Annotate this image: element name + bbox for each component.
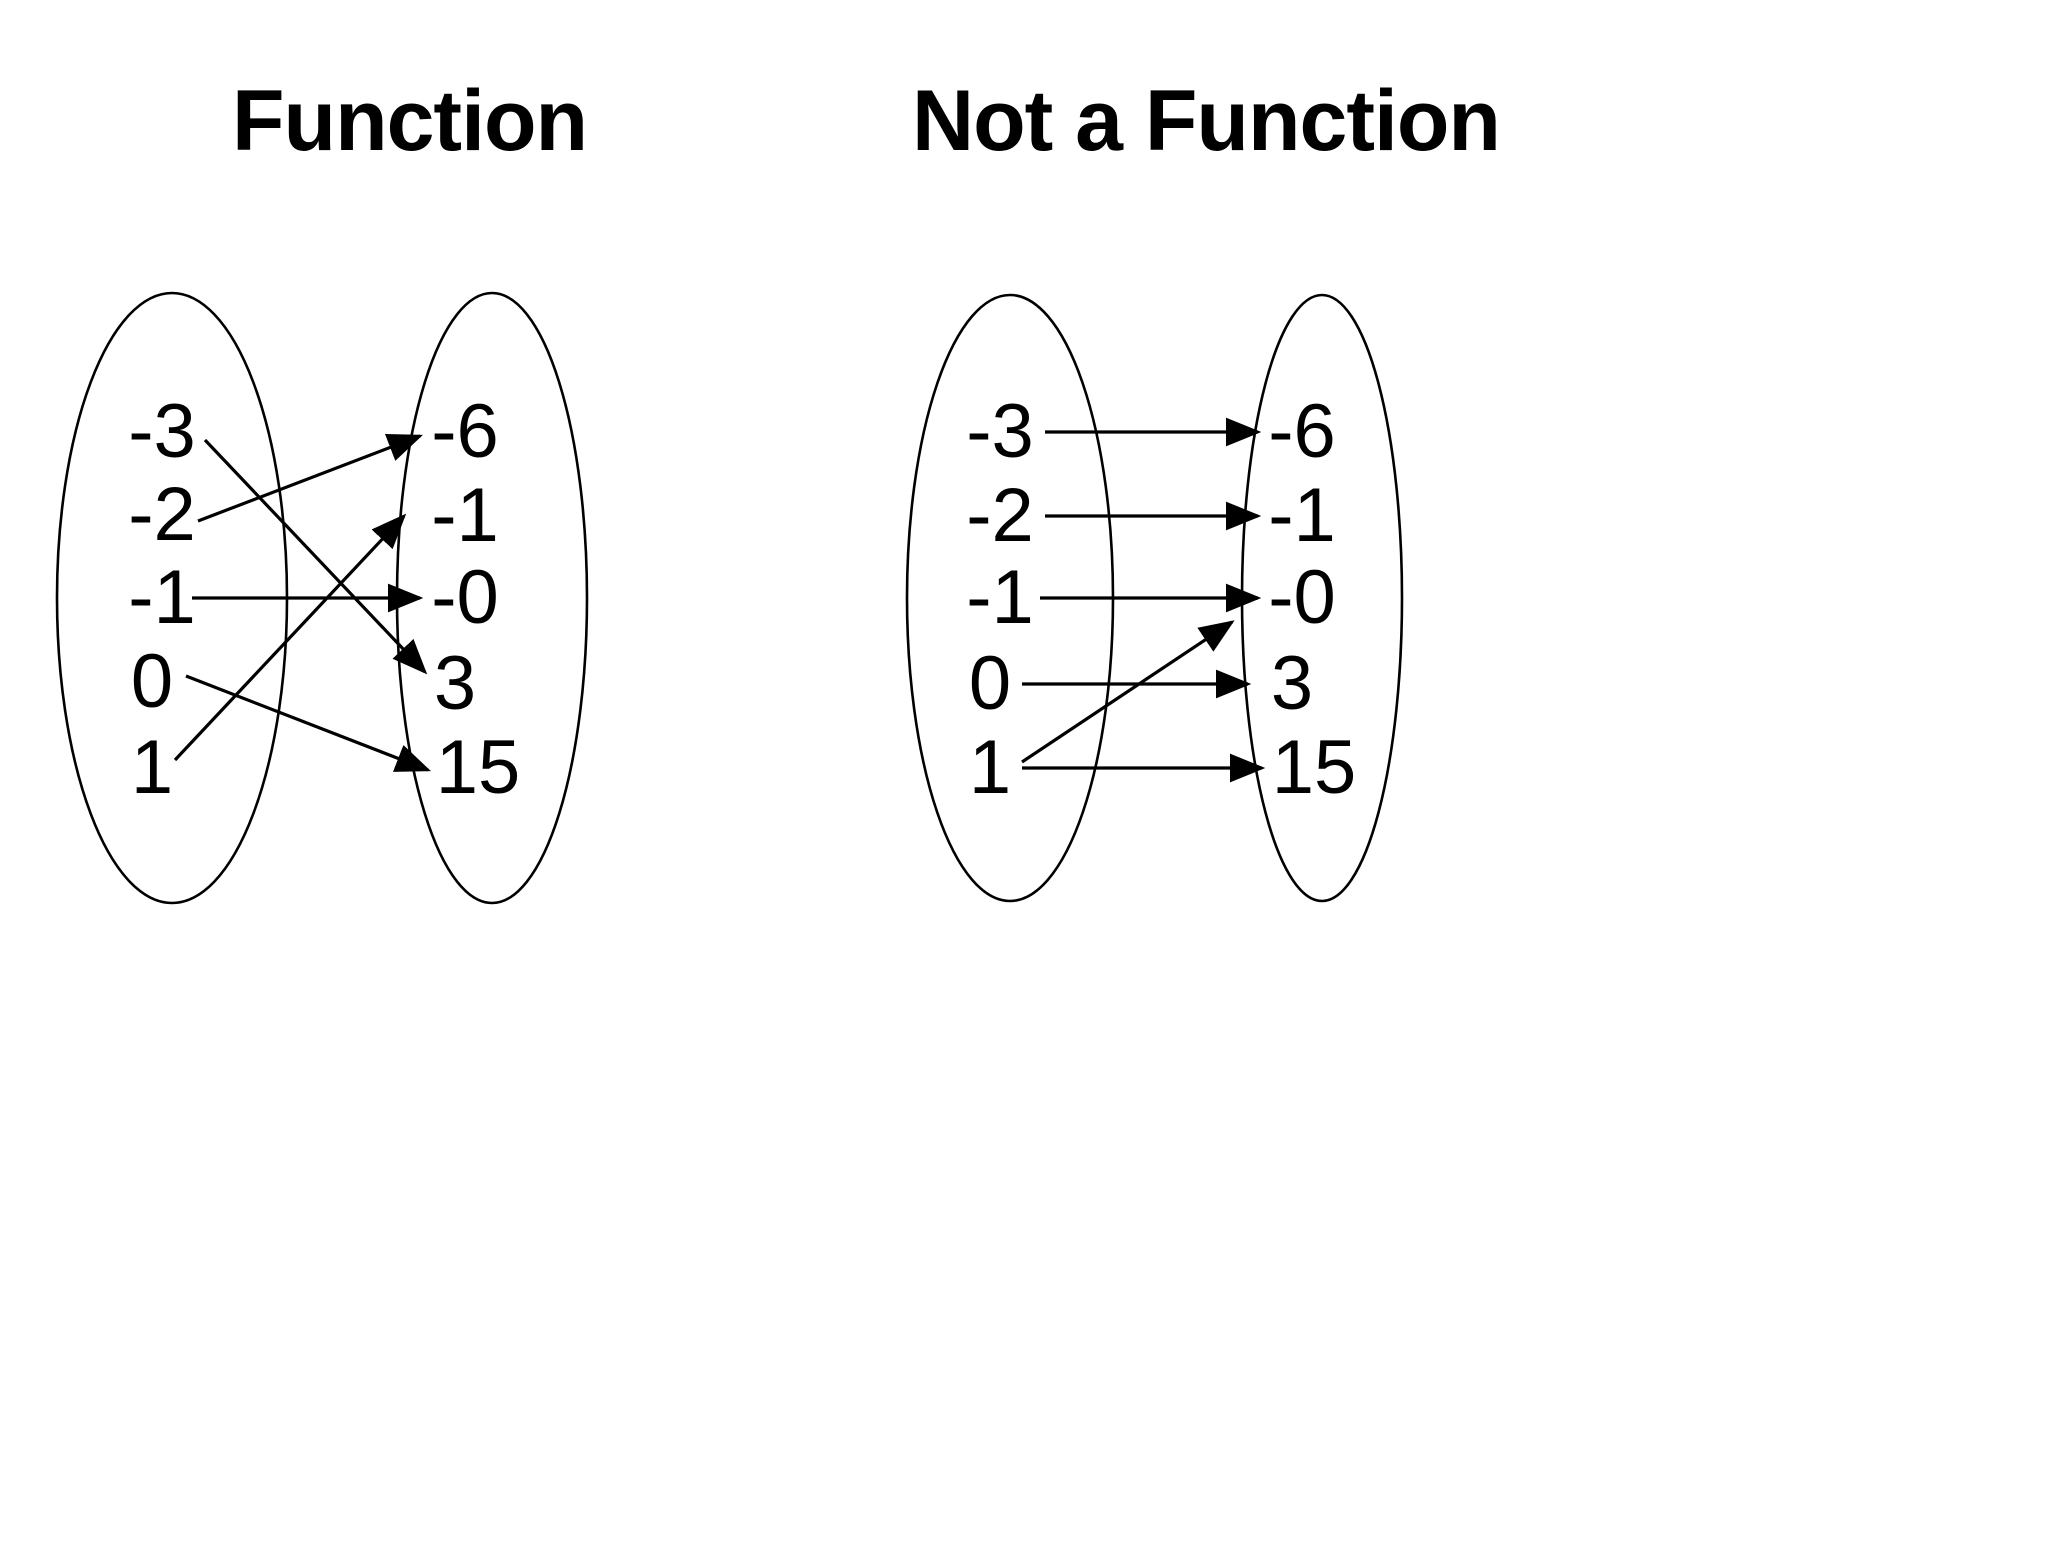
mapping-arrow xyxy=(1021,620,1235,764)
mapping-arrow xyxy=(203,438,428,675)
range-value-label: 3 xyxy=(433,641,477,726)
domain-value-label: -2 xyxy=(128,472,196,557)
domain-value-label: 1 xyxy=(968,725,1012,810)
mapping-arrow xyxy=(197,433,423,523)
domain-value-label: 1 xyxy=(130,725,174,810)
domain-value-label: 0 xyxy=(130,639,174,724)
range-value-label: -0 xyxy=(1268,555,1336,640)
range-value-label: -6 xyxy=(431,389,499,474)
range-value-label: -0 xyxy=(431,555,499,640)
range-value-label: -1 xyxy=(1268,473,1336,558)
range-value-label: 15 xyxy=(435,725,521,810)
range-value-label: -1 xyxy=(431,473,499,558)
domain-value-label: -1 xyxy=(128,555,196,640)
panel-title-not-a-function: Not a Function xyxy=(912,73,1501,169)
range-value-label: 15 xyxy=(1271,725,1357,810)
domain-value-label: -3 xyxy=(966,389,1034,474)
domain-value-label: -2 xyxy=(966,473,1034,558)
domain-value-label: -1 xyxy=(966,555,1034,640)
domain-value-label: -3 xyxy=(128,389,196,474)
range-value-label: 3 xyxy=(1270,641,1314,726)
panel-title-function: Function xyxy=(232,73,588,169)
mapping-arrow xyxy=(185,674,431,772)
range-value-label: -6 xyxy=(1268,389,1336,474)
mapping-arrow xyxy=(173,513,407,762)
domain-value-label: 0 xyxy=(968,641,1012,726)
